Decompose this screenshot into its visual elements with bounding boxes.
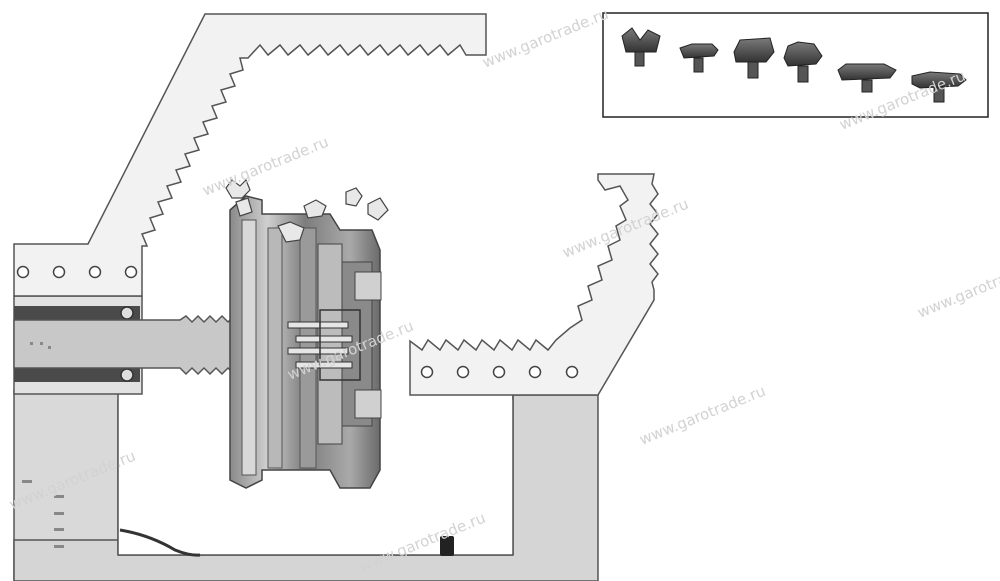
- wheel-rim: [229, 195, 382, 489]
- watermark-text: www.garotrade.ru: [200, 133, 331, 200]
- v-adapter-icon: [621, 27, 661, 67]
- watermark-text: www.garotrade.ru: [915, 255, 1000, 322]
- long-curved-adapter-icon: [911, 71, 967, 103]
- rim-clamp-pads: [225, 178, 389, 243]
- control-marks: [22, 480, 64, 548]
- right-arm-holes: [420, 365, 579, 379]
- machine-base: [13, 389, 599, 581]
- adapter-inset: [602, 12, 989, 118]
- right-clamp-arm: [409, 173, 659, 396]
- left-clamp-arm: [13, 13, 487, 297]
- watermark-text: www.garotrade.ru: [480, 5, 611, 72]
- left-arm-holes: [16, 265, 138, 279]
- watermark-text: www.garotrade.ru: [637, 382, 768, 449]
- flat-adapter-icon: [679, 43, 719, 73]
- tall-adapter-icon: [733, 37, 775, 79]
- long-flat-adapter-icon: [837, 63, 897, 93]
- curved-adapter-icon: [783, 41, 823, 83]
